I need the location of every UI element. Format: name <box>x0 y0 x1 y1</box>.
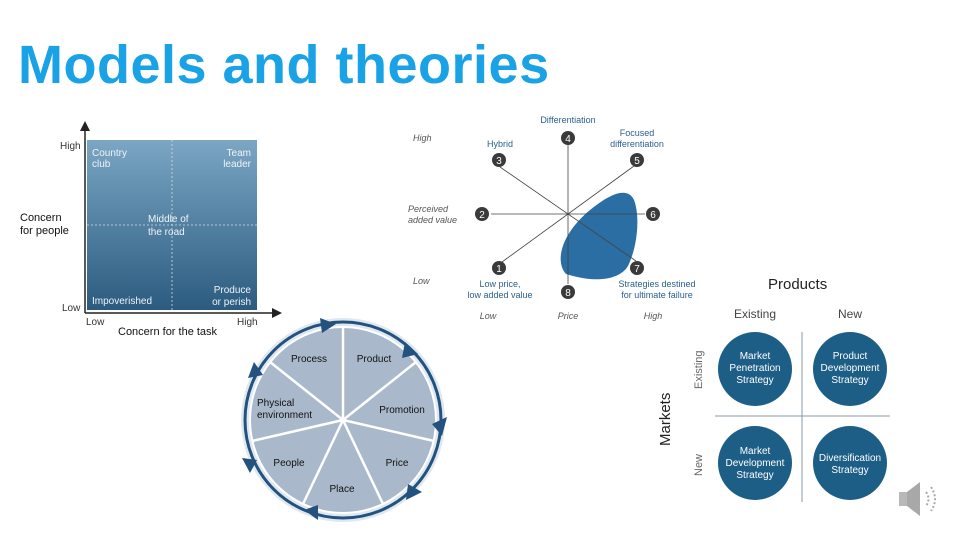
grid-x-low: Low <box>86 317 105 328</box>
cell-team-2: leader <box>223 159 251 170</box>
clock-num-6: 6 <box>650 210 656 221</box>
ansoff-md-3: Strategy <box>736 470 773 481</box>
mix-physical-1: Physical <box>257 398 294 409</box>
mix-product: Product <box>357 354 392 365</box>
grid-y-high: High <box>60 141 81 152</box>
ansoff-cell-product-development <box>813 332 887 406</box>
clock-num-3: 3 <box>496 156 502 167</box>
mix-physical-2: environment <box>257 410 312 421</box>
clock-focused-1: Focused <box>620 128 655 138</box>
ansoff-markets: Markets <box>657 393 674 446</box>
mix-price: Price <box>386 458 409 469</box>
ansoff-new: New <box>838 307 862 321</box>
cell-middle-2: the road <box>148 227 185 238</box>
cell-country-1: Country <box>92 148 127 159</box>
clock-y-label-1: Perceived <box>408 204 449 214</box>
cell-team-1: Team <box>227 148 251 159</box>
clock-y-high: High <box>413 133 432 143</box>
ansoff-dv-1: Diversification <box>819 453 881 464</box>
clock-y-low: Low <box>413 276 430 286</box>
mix-place: Place <box>329 484 354 495</box>
page-title: Models and theories <box>18 35 550 95</box>
mix-people: People <box>273 458 305 469</box>
grid-x-label: Concern for the task <box>118 326 218 338</box>
grid-y-label-1: Concern <box>20 212 62 224</box>
ansoff-cell-diversification <box>813 426 887 500</box>
ansoff-pd-1: Product <box>833 351 868 362</box>
clock-num-4: 4 <box>565 134 571 145</box>
ansoff-md-1: Market <box>740 446 771 457</box>
ansoff-cell-market-development <box>718 426 792 500</box>
ansoff-dv-2: Strategy <box>831 465 868 476</box>
mix-promotion: Promotion <box>379 405 425 416</box>
ansoff-cell-market-penetration <box>718 332 792 406</box>
ansoff-m-new: New <box>693 454 705 476</box>
cell-middle-1: Middle of <box>148 214 189 225</box>
mix-arrow-icons <box>242 318 447 520</box>
ansoff-mp-3: Strategy <box>736 375 773 386</box>
ansoff-pd-3: Strategy <box>831 375 868 386</box>
mix-segment-dividers <box>251 327 435 505</box>
clock-hybrid: Hybrid <box>487 139 513 149</box>
clock-line-diag-2 <box>501 165 635 263</box>
ansoff-existing: Existing <box>734 307 776 321</box>
ansoff-m-existing: Existing <box>693 350 705 389</box>
clock-num-1: 1 <box>496 264 502 275</box>
ansoff-mp-1: Market <box>740 351 771 362</box>
clock-lowprice-1: Low price, <box>479 279 520 289</box>
clock-num-5: 5 <box>634 156 640 167</box>
grid-y-label-2: for people <box>20 225 69 237</box>
clock-destined-2: for ultimate failure <box>621 290 693 300</box>
clock-number-markers <box>475 131 660 299</box>
clock-differentiation: Differentiation <box>540 115 595 125</box>
clock-focused-2: differentiation <box>610 139 664 149</box>
cell-produce-2: or perish <box>212 297 251 308</box>
grid-x-arrow-icon <box>272 308 282 318</box>
clock-lowprice-2: low added value <box>467 290 532 300</box>
ansoff-mp-2: Penetration <box>729 363 780 374</box>
grid-x-high: High <box>237 317 258 328</box>
clock-x-low: Low <box>480 311 497 321</box>
clock-num-7: 7 <box>634 264 640 275</box>
cell-produce-1: Produce <box>214 285 252 296</box>
clock-num-2: 2 <box>479 210 485 221</box>
clock-x-high: High <box>644 311 663 321</box>
grid-y-arrow-icon <box>80 121 90 131</box>
ansoff-products: Products <box>768 276 827 293</box>
clock-num-8: 8 <box>565 288 571 299</box>
mix-process: Process <box>291 354 327 365</box>
clock-destined-1: Strategies destined <box>618 279 695 289</box>
cell-country-2: club <box>92 159 111 170</box>
cell-impoverished: Impoverished <box>92 296 152 307</box>
clock-x-mid: Price <box>558 311 579 321</box>
clock-y-label-2: added value <box>408 215 457 225</box>
speaker-icon[interactable] <box>896 478 946 522</box>
grid-y-low: Low <box>62 303 81 314</box>
ansoff-pd-2: Development <box>821 363 880 374</box>
ansoff-md-2: Development <box>726 458 785 469</box>
